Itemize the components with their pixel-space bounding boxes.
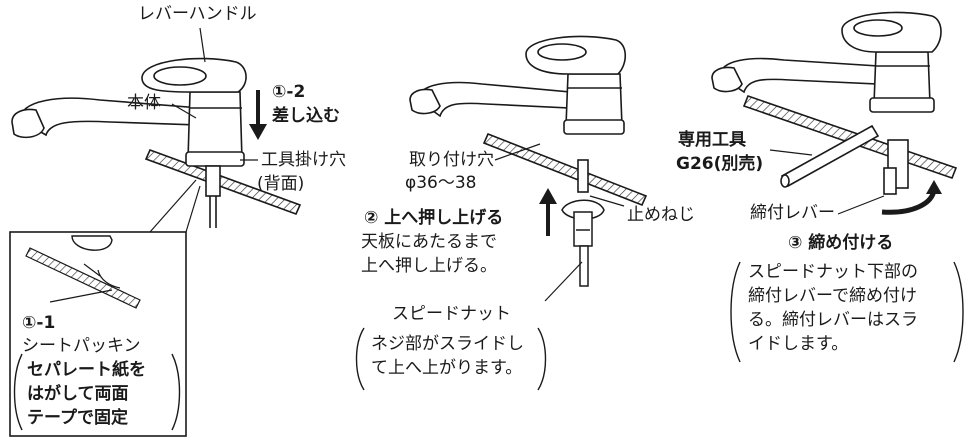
step-2-text: ② 上へ押し上げる: [364, 208, 504, 228]
zoom-lines: [149, 179, 201, 233]
set-screw-label: 止めねじ: [627, 205, 695, 225]
tighten-lever-label: 締付レバー: [750, 203, 835, 223]
step-1-1-number: ①-1: [22, 313, 56, 333]
step-1-2-number: ①-2: [272, 82, 306, 102]
step-3-text: ③ 締め付ける: [788, 233, 894, 253]
arrow-down-1-2: [249, 90, 267, 140]
speed-nut-desc-1: ネジ部がスライドし: [371, 334, 524, 354]
note-line-1: セパレート紙を: [27, 360, 146, 380]
faucet-2: [409, 35, 648, 207]
note-line-3: テープで固定: [27, 408, 128, 428]
countertop-2: [482, 132, 648, 207]
mount-hole-size: φ36〜38: [405, 173, 477, 193]
speed-nut-label: スピードナット: [392, 304, 511, 324]
leaders-3: [769, 149, 885, 215]
countertop-1: [144, 148, 302, 216]
body-label: 本体: [127, 93, 161, 113]
parens: [13, 261, 964, 431]
special-tool-label: 専用工具: [678, 130, 746, 150]
arrow-up-2: [539, 188, 557, 236]
step-2-desc-2: 上へ押し上げる。: [361, 256, 497, 276]
tool-hole-back-label: (背面): [257, 174, 305, 194]
step-3-desc-4: イドします。: [748, 334, 849, 354]
note-line-2: はがして両面: [27, 384, 129, 404]
step-3-desc-3: る。締付レバーはスラ: [748, 310, 918, 330]
leaders-2: [494, 143, 625, 302]
step-2-desc-1: 天板にあたるまで: [361, 232, 497, 252]
step-3-desc-1: スピードナット下部の: [748, 262, 918, 282]
seat-packing-label: シートパッキン: [22, 336, 141, 356]
speed-nut-desc-2: て上へ上がります。: [371, 358, 523, 378]
step-3-desc-2: 締付レバーで締め付け: [748, 286, 917, 306]
faucet-3: [711, 11, 958, 195]
special-tool-model: G26(別売): [676, 154, 764, 174]
rotate-arrow-head: [926, 180, 942, 194]
lever-handle-label: レバーハンドル: [138, 4, 257, 24]
faucet-1: [11, 57, 302, 228]
leaders-1: [171, 27, 258, 161]
tool-hole-label: 工具掛け穴: [261, 150, 346, 170]
step-1-2-text: 差し込む: [272, 106, 340, 126]
speed-nut: [561, 199, 605, 287]
mount-hole-label: 取り付け穴: [409, 150, 494, 170]
detail-box: [9, 231, 187, 437]
